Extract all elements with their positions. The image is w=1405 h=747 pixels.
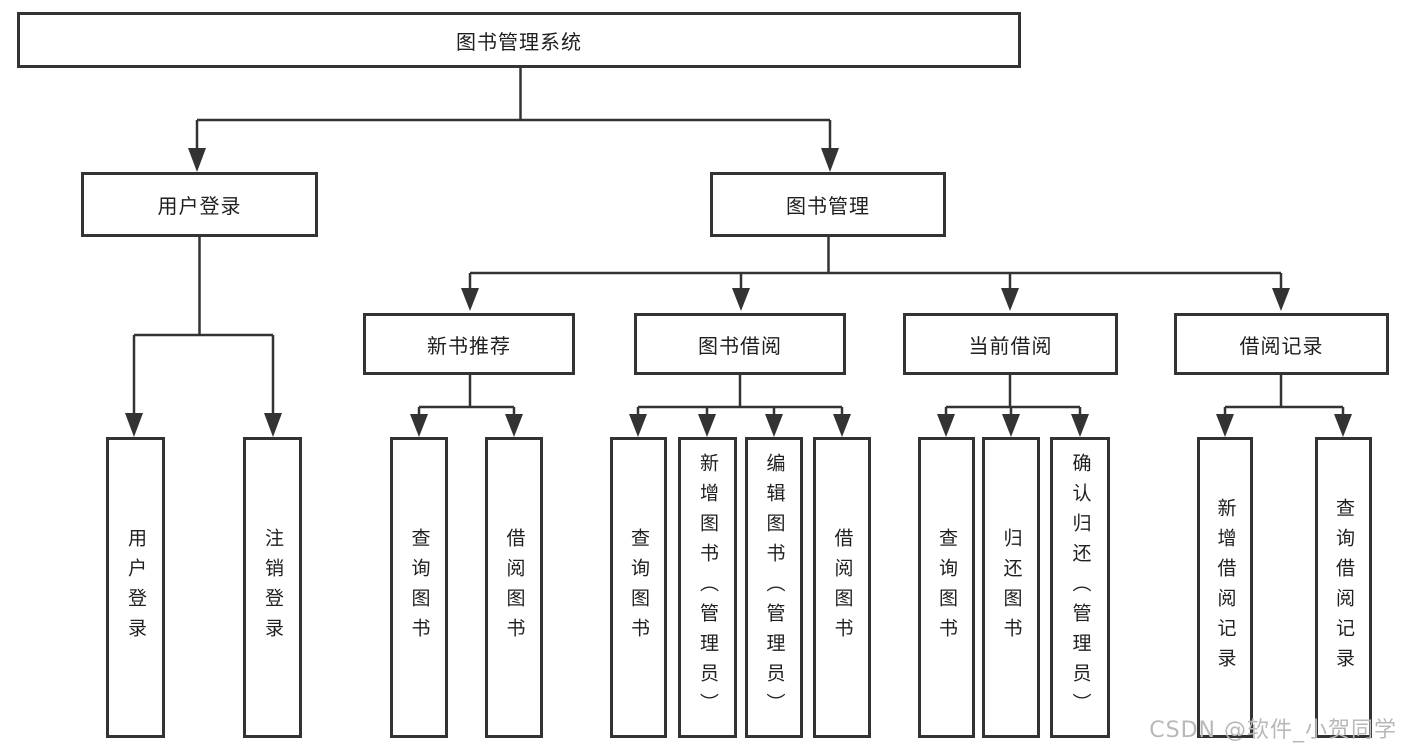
leaf-borrow-books: 借阅图书 — [813, 437, 871, 738]
leaf-user-login: 用户登录 — [106, 437, 165, 738]
leaf-query-books-recommend: 查询图书 — [390, 437, 448, 738]
leaf-return-books: 归还图书 — [982, 437, 1040, 738]
node-new-book-recommend: 新书推荐 — [363, 313, 575, 375]
leaf-edit-books-admin: 编辑图书（管理员） — [745, 437, 803, 738]
leaf-query-borrow-record: 查询借阅记录 — [1315, 437, 1372, 738]
csdn-watermark: CSDN @软件_小贺同学 — [1149, 718, 1397, 743]
node-book-borrow: 图书借阅 — [634, 313, 846, 375]
node-book-management: 图书管理 — [710, 172, 946, 237]
leaf-query-books-borrow: 查询图书 — [610, 437, 667, 738]
leaf-confirm-return-admin: 确认归还（管理员） — [1050, 437, 1110, 738]
node-user-login: 用户登录 — [81, 172, 318, 237]
leaf-add-borrow-record: 新增借阅记录 — [1197, 437, 1253, 738]
leaf-logout: 注销登录 — [243, 437, 302, 738]
leaf-borrow-books-recommend: 借阅图书 — [485, 437, 543, 738]
node-root-library-system: 图书管理系统 — [17, 12, 1021, 68]
leaf-query-books-current: 查询图书 — [918, 437, 975, 738]
node-current-borrow: 当前借阅 — [903, 313, 1118, 375]
leaf-add-books-admin: 新增图书（管理员） — [678, 437, 737, 738]
node-borrow-records: 借阅记录 — [1174, 313, 1389, 375]
